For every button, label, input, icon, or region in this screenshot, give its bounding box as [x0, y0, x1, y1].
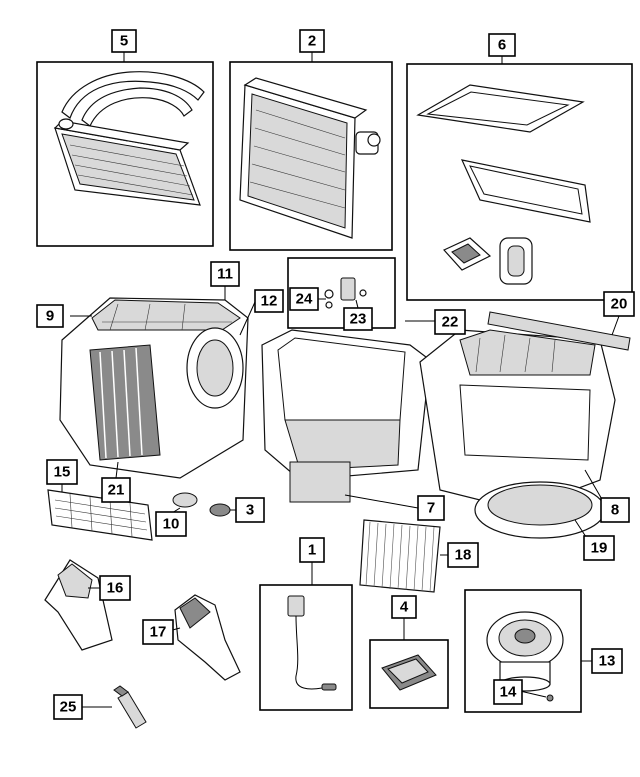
- svg-text:4: 4: [400, 599, 409, 616]
- svg-text:11: 11: [217, 266, 233, 283]
- svg-text:2: 2: [308, 33, 316, 50]
- gasket-icon: [443, 237, 492, 271]
- evaporator-frame: [229, 52, 393, 251]
- heater-core-frame: [36, 52, 214, 247]
- blower-resistor-frame: [369, 618, 449, 709]
- grommet-icon: [499, 237, 533, 285]
- svg-text:5: 5: [120, 33, 128, 50]
- svg-text:7: 7: [427, 500, 435, 517]
- svg-text:12: 12: [261, 293, 278, 310]
- blower-motor-icon: [486, 611, 564, 692]
- expansion-valve-icon: [324, 277, 367, 309]
- callout-17: 17: [142, 619, 174, 645]
- callout-12: 12: [254, 289, 284, 313]
- callout-14: 14: [493, 679, 523, 705]
- callout-20: 20: [603, 291, 635, 336]
- svg-text:6: 6: [498, 37, 506, 54]
- svg-text:25: 25: [60, 699, 77, 716]
- callout-4: 4: [391, 595, 417, 619]
- callout-23: 23: [343, 307, 373, 331]
- hvac-housing-left: [59, 286, 256, 479]
- callout-6: 6: [488, 33, 516, 57]
- callout-24: 24: [289, 287, 319, 311]
- temperature-sensor-icon: [287, 595, 337, 691]
- seal-kit-frame: [406, 56, 633, 301]
- callout-11: 11: [210, 261, 240, 287]
- seal-kit-icon: [416, 84, 591, 285]
- callout-18: 18: [447, 542, 479, 568]
- svg-text:14: 14: [500, 684, 517, 701]
- svg-text:16: 16: [107, 580, 124, 597]
- callout-8: 8: [600, 497, 630, 523]
- callout-25: 25: [53, 694, 83, 720]
- svg-text:19: 19: [591, 540, 608, 557]
- svg-text:20: 20: [611, 296, 628, 313]
- callout-16: 16: [88, 575, 131, 601]
- callout-7: 7: [417, 495, 445, 521]
- svg-text:24: 24: [296, 291, 313, 308]
- svg-text:3: 3: [246, 502, 254, 519]
- floor-duct-right-icon: [164, 594, 241, 681]
- svg-text:13: 13: [599, 653, 616, 670]
- callout-9: 9: [36, 304, 64, 328]
- temperature-sensor-frame: [259, 562, 353, 711]
- cabin-air-filter-icon: [359, 519, 448, 593]
- callout-15: 15: [46, 459, 78, 485]
- callout-1: 1: [299, 537, 325, 563]
- hvac-housing-center: [261, 329, 431, 509]
- heater-core-icon: [53, 71, 205, 206]
- callout-22: 22: [405, 309, 466, 335]
- floor-duct-left-icon: [44, 559, 113, 651]
- blower-resistor-icon: [381, 654, 437, 691]
- svg-text:17: 17: [150, 624, 167, 641]
- evaporator-core-icon: [239, 77, 381, 239]
- svg-text:8: 8: [611, 502, 619, 519]
- hvac-housing-right: [419, 311, 631, 541]
- svg-text:23: 23: [350, 311, 367, 328]
- svg-text:18: 18: [455, 547, 472, 564]
- blower-motor-frame: [464, 589, 592, 713]
- callout-3: 3: [235, 497, 265, 523]
- svg-text:22: 22: [442, 314, 459, 331]
- sealant-tube-icon: [82, 685, 147, 729]
- callout-10: 10: [155, 511, 187, 537]
- air-inlet-grille: [47, 484, 153, 541]
- drain-grommet: [171, 492, 198, 514]
- callout-21: 21: [101, 461, 131, 503]
- callout-5: 5: [111, 29, 137, 53]
- callout-19: 19: [583, 535, 615, 561]
- callout-2: 2: [299, 29, 325, 53]
- svg-text:15: 15: [54, 464, 71, 481]
- seal-pad: [209, 503, 236, 517]
- svg-text:21: 21: [108, 482, 125, 499]
- svg-text:9: 9: [46, 308, 54, 325]
- callout-13: 13: [591, 648, 623, 674]
- svg-text:1: 1: [308, 542, 316, 559]
- svg-text:10: 10: [163, 516, 180, 533]
